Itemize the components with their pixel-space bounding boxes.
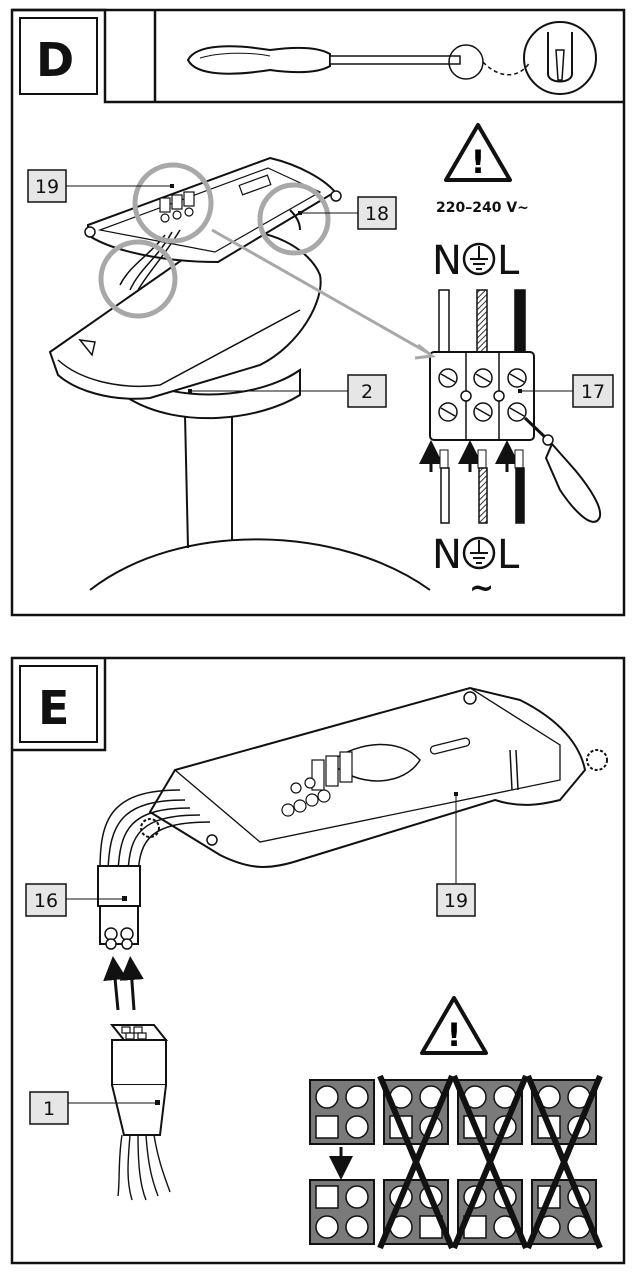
- panel-e-frame: [10, 656, 626, 1265]
- callout-e19-text: 19: [444, 890, 468, 912]
- callout-16-text: 16: [34, 890, 58, 912]
- wire-bundle-bottom: [117, 1134, 171, 1201]
- pointer-lines: [211, 228, 436, 360]
- connector-pin-grid: [309, 1074, 603, 1250]
- earth-ground-icon: [462, 536, 496, 570]
- cross-mark-icon: [451, 1074, 529, 1250]
- cross-mark-icon: [525, 1074, 603, 1250]
- warning-mark: !: [471, 143, 486, 181]
- warning-triangle-icon: !: [444, 123, 512, 182]
- pin-layout-correct: [309, 1179, 375, 1245]
- warning-triangle-icon: !: [420, 996, 488, 1055]
- panel-e-letter: E: [38, 681, 69, 735]
- terminal-n-bottom: N: [432, 532, 462, 578]
- connector-16: [97, 865, 141, 950]
- connector-1: [109, 1024, 169, 1136]
- callout-17: 17: [518, 374, 614, 408]
- alternating-current-symbol: ~: [469, 571, 494, 606]
- terminal-n-top: N: [432, 238, 462, 284]
- callout-17-text: 17: [581, 381, 605, 403]
- callout-16: 16: [25, 883, 124, 917]
- small-screwdriver-icon: [523, 416, 601, 523]
- wires-bottom: [439, 449, 525, 524]
- earth-ground-icon: [462, 242, 496, 276]
- wires-top: [438, 289, 526, 356]
- callout-19-text: 19: [35, 176, 59, 198]
- panel-d: D ! 220–240 V~ N L: [10, 8, 626, 617]
- callout-19: 19: [436, 792, 476, 917]
- callout-2: 2: [188, 374, 387, 408]
- callout-18: 18: [298, 196, 397, 230]
- panel-e: E: [10, 656, 626, 1265]
- terminal-l-bottom: L: [497, 532, 520, 578]
- voltage-label: 220–240 V~: [436, 200, 529, 216]
- pin-layout-correct: [309, 1079, 375, 1145]
- pin-layout-wrong: [457, 1079, 523, 1145]
- terminal-block: [429, 351, 535, 441]
- warning-mark-e: !: [447, 1016, 462, 1054]
- panel-d-letter: D: [36, 33, 74, 87]
- screwdriver-icon: [186, 21, 597, 95]
- terminal-l-top: L: [497, 238, 520, 284]
- callout-18-text: 18: [365, 203, 389, 225]
- callout-1-text: 1: [43, 1098, 55, 1120]
- callout-1: 1: [29, 1091, 156, 1125]
- arrow-up-icon: [419, 440, 519, 472]
- panel-d-frame: [10, 8, 626, 617]
- callout-19: 19: [27, 169, 174, 203]
- callout-2-text: 2: [361, 381, 373, 403]
- highlight-circles: [98, 162, 331, 319]
- mounting-plate: [140, 686, 608, 868]
- panel-d-letter-box: [12, 8, 624, 104]
- wire-bundle-top: [99, 789, 211, 875]
- cross-mark-icon: [377, 1074, 455, 1250]
- arrow-up-icon: [103, 956, 144, 1011]
